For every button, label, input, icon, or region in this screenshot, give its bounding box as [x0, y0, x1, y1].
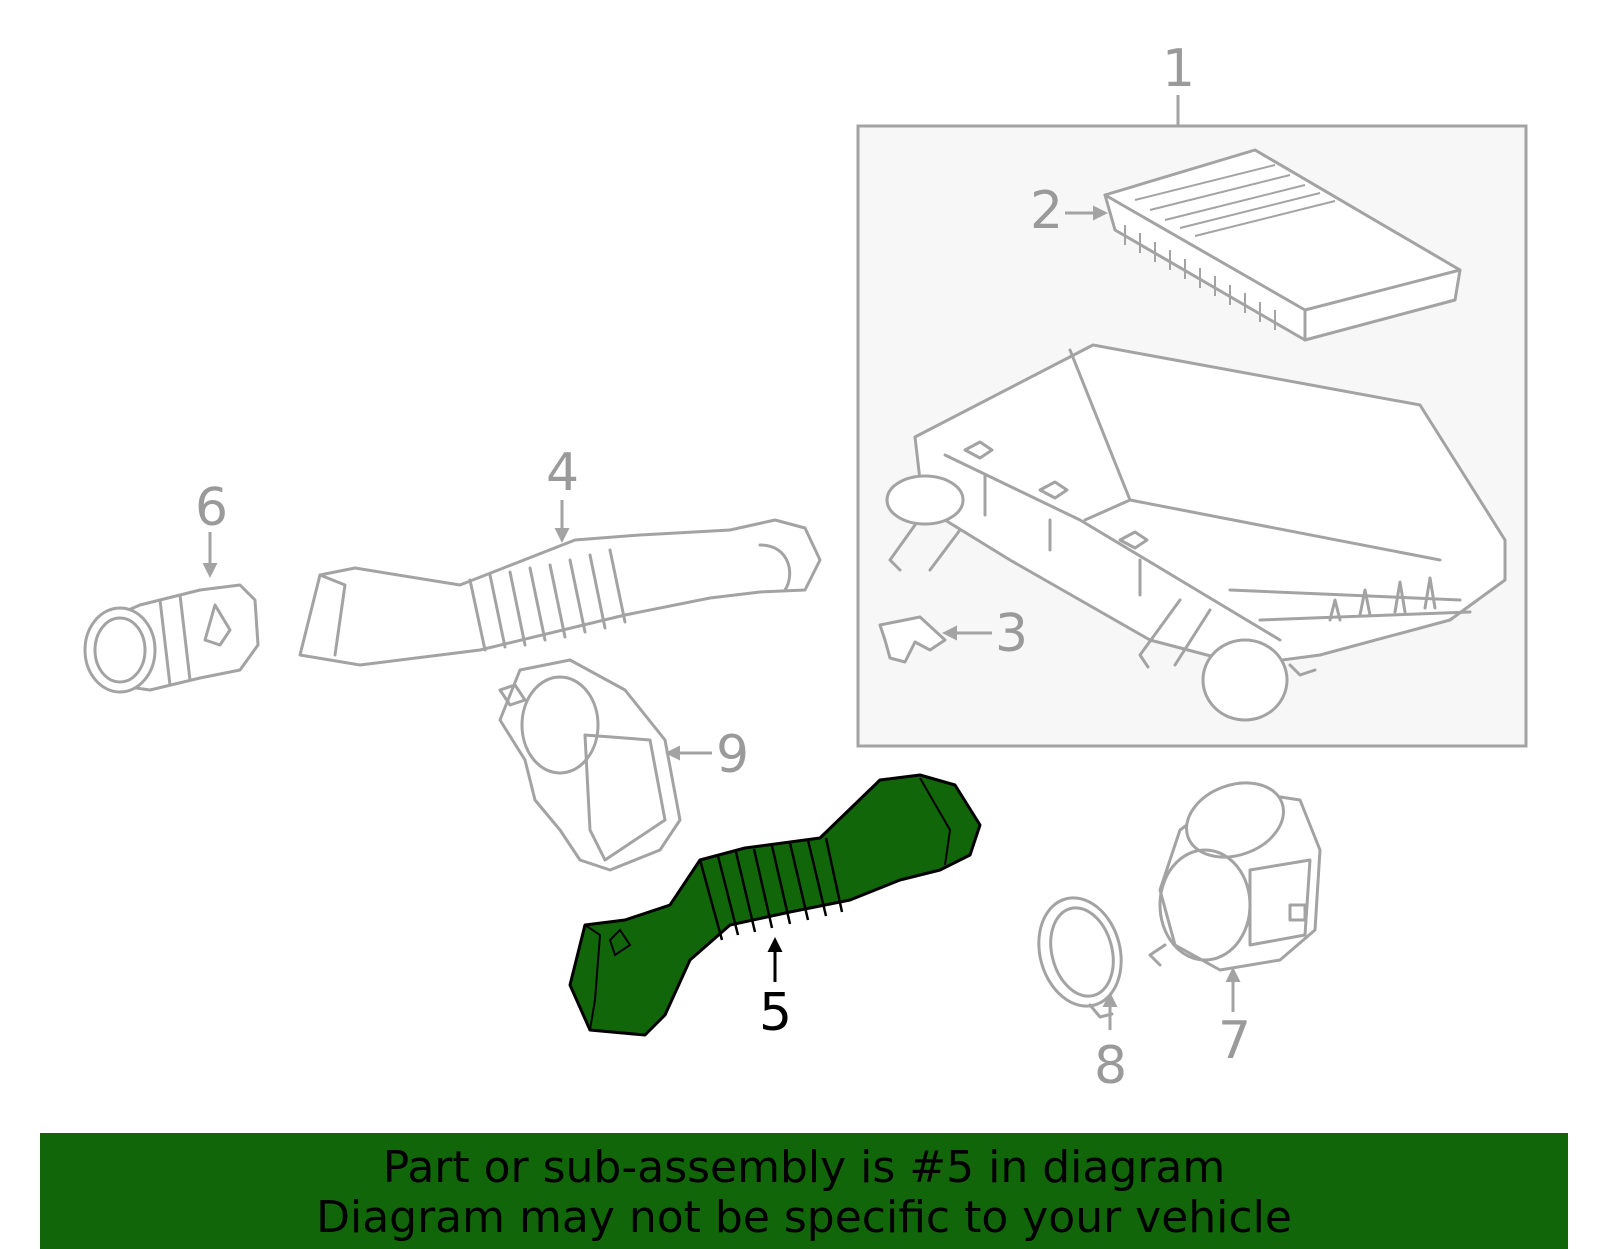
callout-5: 5: [759, 983, 792, 1043]
callout-3: 3: [995, 604, 1028, 664]
parts-diagram: 1 2 3 4 5 6 7 8 9: [83, 39, 1528, 1096]
part-2-air-filter[interactable]: [1103, 148, 1462, 342]
banner-line-2: Diagram may not be specific to your vehi…: [316, 1192, 1292, 1243]
info-banner: Part or sub-assembly is #5 in diagram Di…: [40, 1133, 1568, 1249]
callout-8: 8: [1094, 1036, 1127, 1096]
part-5-air-inlet-hose[interactable]: [568, 773, 982, 1037]
callout-1: 1: [1162, 39, 1195, 99]
part-8-clamp[interactable]: [1027, 889, 1133, 1019]
callout-6: 6: [195, 478, 228, 538]
part-3-clip[interactable]: [878, 615, 947, 664]
part-4-intake-duct[interactable]: [298, 518, 822, 667]
callout-9: 9: [716, 725, 749, 785]
callout-7: 7: [1218, 1011, 1251, 1071]
callout-4: 4: [546, 443, 579, 503]
part-7-sensor-housing[interactable]: [1148, 770, 1322, 972]
part-6-mass-air-flow-sensor[interactable]: [83, 583, 260, 694]
callout-2: 2: [1030, 181, 1063, 241]
leader-lines: [202, 95, 1241, 1030]
part-9-throttle-body[interactable]: [498, 658, 682, 872]
banner-line-1: Part or sub-assembly is #5 in diagram: [382, 1142, 1226, 1193]
callout-labels: 1 2 3 4 5 6 7 8 9: [195, 39, 1251, 1096]
